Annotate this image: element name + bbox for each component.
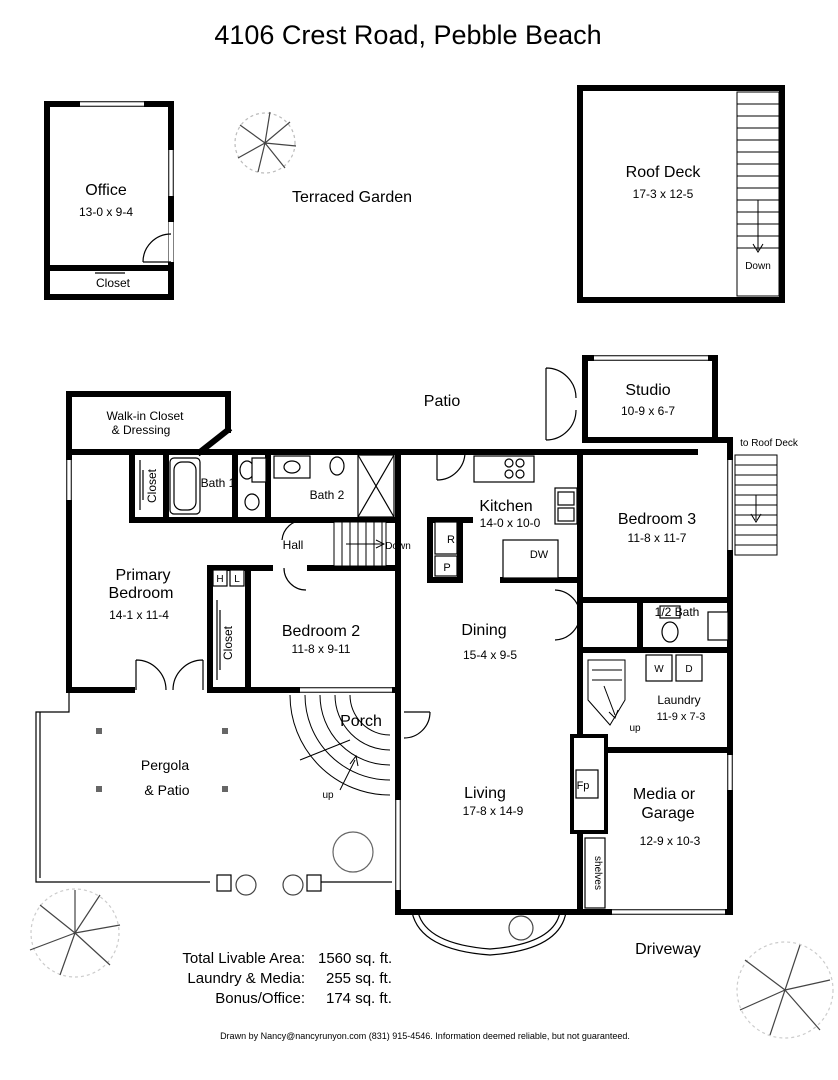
bay-window (411, 911, 567, 956)
bedroom2-closet-label: Closet (221, 625, 235, 660)
dryer-label: D (685, 664, 692, 675)
refrigerator-label: R (447, 534, 455, 546)
fireplace (570, 734, 608, 834)
pergola-label: Pergola (141, 757, 189, 773)
studio-label: Studio (625, 382, 670, 399)
bedroom2-label: Bedroom 2 (282, 623, 360, 640)
windows (66, 355, 733, 915)
area-summary: Total Livable Area: 1560 sq. ft. Laundry… (182, 950, 392, 1007)
walk-in-closet-label-2: & Dressing (112, 423, 171, 437)
porch-label: Porch (340, 713, 382, 730)
page-title: 4106 Crest Road, Pebble Beach (214, 20, 601, 50)
kitchen-fixtures (434, 455, 578, 579)
pergola-label-2: & Patio (144, 782, 189, 798)
bedroom2-dim: 11-8 x 9-11 (292, 642, 351, 656)
office-closet-label: Closet (96, 276, 131, 290)
pantry-label: P (443, 562, 450, 574)
porch-up-label: up (322, 790, 334, 801)
kitchen-label: Kitchen (479, 498, 532, 515)
hall-stairs-down-label: Down (385, 541, 411, 552)
tree-icon (234, 111, 297, 174)
tree-icon (736, 941, 834, 1039)
shrub-icon (235, 831, 534, 941)
media-dim: 12-9 x 10-3 (640, 834, 701, 848)
media-label-2: Garage (641, 805, 694, 822)
roof-deck-stairs (734, 454, 778, 556)
shelves-label: shelves (592, 856, 603, 890)
bedroom3-label: Bedroom 3 (618, 511, 696, 528)
driveway-label: Driveway (635, 941, 701, 958)
doors (135, 367, 581, 739)
area-laundry-media-label: Laundry & Media: (187, 970, 305, 987)
hall-stairs (333, 521, 387, 567)
terraced-garden-label: Terraced Garden (292, 189, 412, 206)
half-bath-label: 1/2 Bath (655, 605, 700, 619)
to-roof-deck-label: to Roof Deck (740, 438, 799, 449)
hall-label: Hall (283, 538, 304, 552)
washer-label: W (654, 664, 664, 675)
living-dim: 17-8 x 14-9 (463, 804, 524, 818)
dining-dim: 15-4 x 9-5 (463, 648, 517, 662)
area-bonus-office-label: Bonus/Office: (215, 990, 305, 1007)
tree-icon (29, 888, 121, 978)
dining-label: Dining (461, 622, 506, 639)
linen-closet-h (212, 569, 228, 587)
linen-h-label: H (216, 574, 223, 585)
pergola-patio (35, 690, 392, 892)
studio-dim: 10-9 x 6-7 (621, 404, 675, 418)
walk-in-closet-label: Walk-in Closet (107, 409, 185, 423)
living-label: Living (464, 785, 506, 802)
area-laundry-media-value: 255 sq. ft. (326, 970, 392, 987)
porch-stairs (289, 694, 391, 796)
area-bonus-office-value: 174 sq. ft. (326, 990, 392, 1007)
laundry-dim: 11-9 x 7-3 (657, 711, 706, 723)
kitchen-dim: 14-0 x 10-0 (480, 516, 541, 530)
linen-l-label: L (234, 574, 240, 585)
roof-deck-label: Roof Deck (626, 164, 702, 181)
laundry-stairs (587, 659, 626, 726)
shelves-unit (584, 837, 606, 909)
primary-closet-label: Closet (145, 468, 159, 503)
bath-fixtures (169, 454, 729, 682)
area-total-value: 1560 sq. ft. (318, 950, 392, 967)
primary-bedroom-dim: 14-1 x 11-4 (109, 608, 169, 622)
laundry-label: Laundry (657, 693, 700, 707)
media-label: Media or (633, 786, 696, 803)
office-dim: 13-0 x 9-4 (79, 205, 133, 219)
laundry-up-label: up (629, 723, 641, 734)
primary-bedroom-label: Primary (115, 567, 170, 584)
linen-closet-l (229, 569, 245, 587)
dishwasher-label: DW (530, 549, 549, 561)
patio-label: Patio (424, 393, 461, 410)
area-total-label: Total Livable Area: (182, 950, 305, 967)
roof-deck-dim: 17-3 x 12-5 (633, 187, 694, 201)
bath1-label: Bath 1 (201, 476, 236, 490)
office-label: Office (85, 182, 127, 199)
roof-stair-down-label: Down (745, 261, 771, 272)
roof-deck (577, 85, 785, 303)
closet-sliders (139, 460, 710, 751)
drawing-credit: Drawn by Nancy@nancyrunyon.com (831) 915… (220, 1031, 630, 1041)
fireplace-label: Fp (577, 780, 590, 792)
bedroom3-dim: 11-8 x 11-7 (628, 531, 687, 545)
primary-bedroom-label-2: Bedroom (109, 585, 174, 602)
bath2-label: Bath 2 (310, 488, 345, 502)
office-building (44, 101, 174, 300)
